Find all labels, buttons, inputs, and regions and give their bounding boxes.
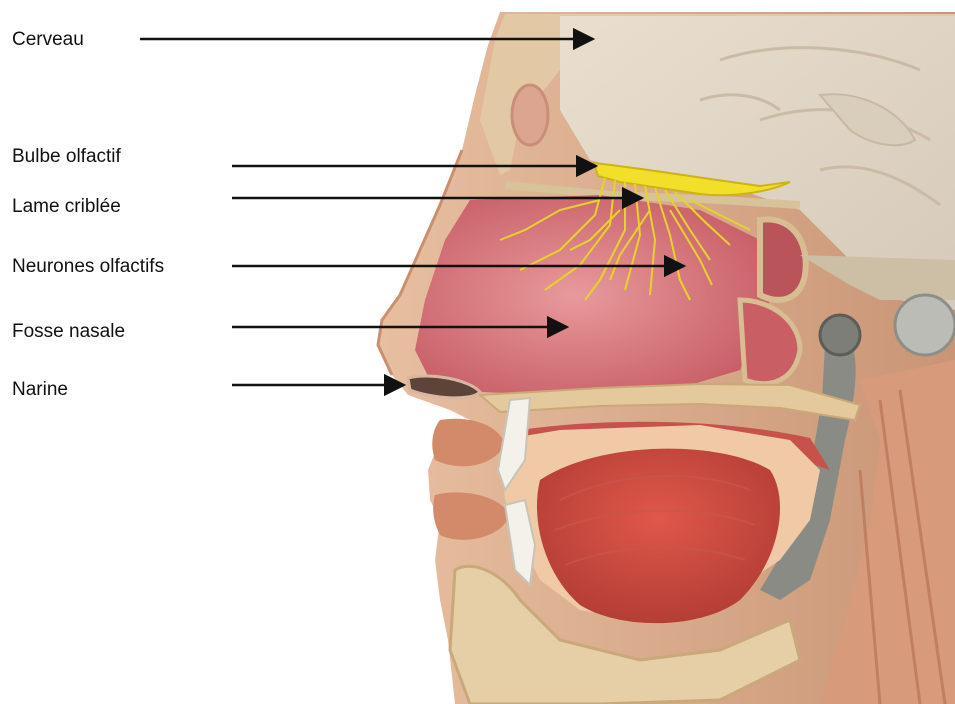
- label-cerveau: Cerveau: [12, 29, 84, 51]
- label-neurones-olfactifs: Neurones olfactifs: [12, 256, 164, 278]
- label-fosse-nasale: Fosse nasale: [12, 321, 125, 343]
- label-lame-criblee: Lame criblée: [12, 196, 121, 218]
- frontal-sinus: [512, 85, 548, 145]
- head-illustration: [378, 12, 955, 704]
- nasal-cavity: [415, 195, 770, 395]
- label-bulbe-olfactif: Bulbe olfactif: [12, 146, 121, 168]
- label-narine: Narine: [12, 379, 68, 401]
